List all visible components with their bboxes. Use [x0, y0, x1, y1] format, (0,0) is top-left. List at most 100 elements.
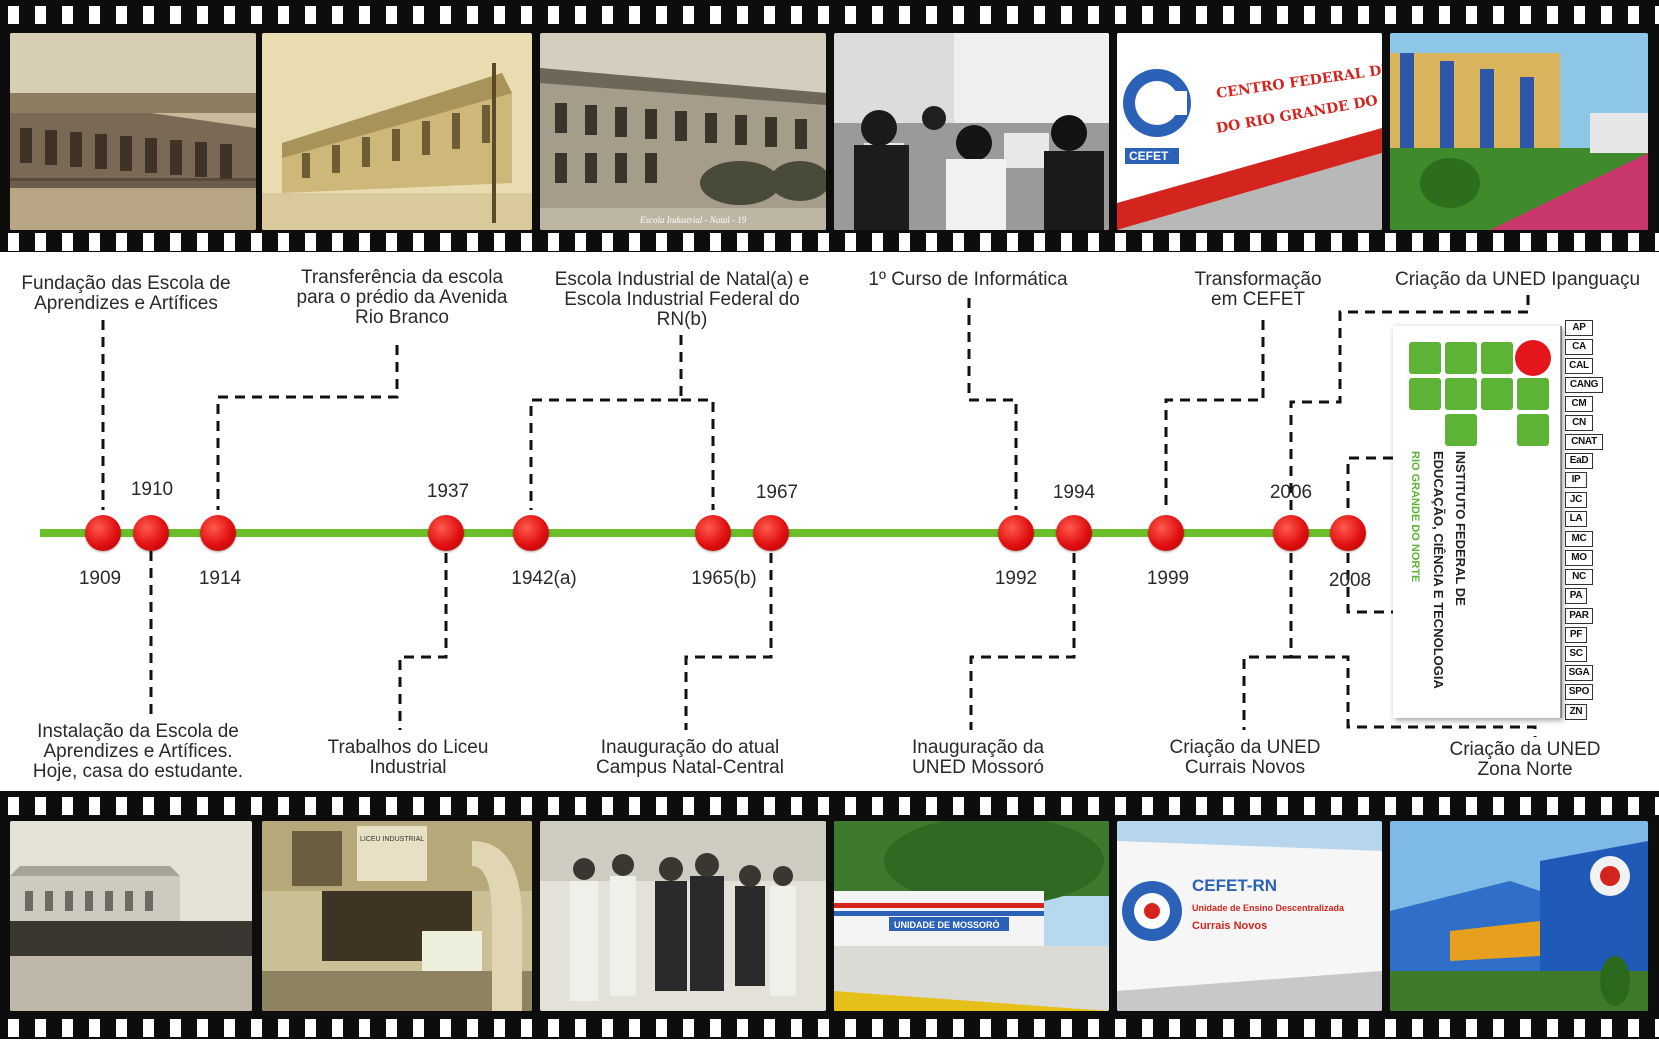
timeline-dot-1967 — [753, 515, 789, 551]
year-label: 1909 — [78, 568, 122, 589]
timeline-dot-2006 — [1273, 515, 1309, 551]
event-label-instalacao: Instalação da Escola de Aprendizes e Art… — [18, 722, 258, 782]
event-text: Criação da UNED Currais Novos — [1169, 737, 1321, 778]
logo-text-line2: EDUCAÇÃO, CIÊNCIA E TECNOLOGIA — [1431, 451, 1446, 689]
event-label-currais-novos: Criação da UNED Currais Novos — [1155, 738, 1335, 778]
event-text: Instalação da Escola de Aprendizes e Art… — [32, 721, 244, 782]
campus-code: ZN — [1565, 704, 1587, 720]
event-text: Inauguração da UNED Mossoró — [911, 737, 1045, 778]
timeline-dot-1942 — [513, 515, 549, 551]
event-label-campus-central: Inauguração do atual Campus Natal-Centra… — [580, 738, 800, 778]
year-label: 1914 — [198, 568, 242, 589]
year-label: 1942(a) — [511, 568, 577, 589]
logo-square — [1445, 342, 1477, 374]
event-text: Trabalhos do Liceu Industrial — [327, 737, 489, 778]
bottom-film-strip: LICEU INDUSTRIAL — [0, 791, 1659, 1041]
year-label: 1992 — [994, 568, 1038, 589]
photo-curso-informatica — [834, 33, 1109, 230]
logo-square — [1517, 378, 1549, 410]
event-text: Fundação das Escola de Aprendizes e Artí… — [21, 273, 231, 314]
event-text: Transferência da escola para o prédio da… — [296, 267, 508, 328]
event-text: Criação da UNED Zona Norte — [1449, 739, 1601, 780]
year-label: 1937 — [426, 481, 470, 502]
logo-red-circle — [1515, 340, 1551, 376]
event-label-fundacao: Fundação das Escola de Aprendizes e Artí… — [12, 274, 240, 314]
year-label: 1999 — [1146, 568, 1190, 589]
year-label: 2008 — [1328, 570, 1372, 591]
photo-uned-mossoro: UNIDADE DE MOSSORÓ — [834, 821, 1109, 1011]
logo-square — [1445, 414, 1477, 446]
year-label: 1994 — [1052, 482, 1096, 503]
photo-uned-currais-novos: CEFET-RN Unidade de Ensino Descentraliza… — [1117, 821, 1382, 1011]
event-text: Inauguração do atual Campus Natal-Centra… — [596, 737, 784, 778]
event-label-ipanguacu: Criação da UNED Ipanguaçu — [1380, 270, 1655, 290]
timeline-dot-1992 — [998, 515, 1034, 551]
event-text: Escola Industrial de Natal(a) e Escola I… — [554, 269, 810, 330]
photo-liceu-industrial: LICEU INDUSTRIAL — [262, 821, 532, 1011]
campus-code: CAL — [1565, 358, 1593, 374]
campus-code: NC — [1565, 569, 1593, 585]
campus-code: PAR — [1565, 608, 1593, 624]
event-label-escola-industrial: Escola Industrial de Natal(a) e Escola I… — [542, 270, 822, 330]
year-label: 1967 — [755, 482, 799, 503]
event-label-transferencia: Transferência da escola para o prédio da… — [282, 268, 522, 328]
photo-caption-sepia: Escola Industrial - Natal - 19 — [639, 215, 747, 225]
event-label-mossoro: Inauguração da UNED Mossoró — [888, 738, 1068, 778]
event-label-liceu: Trabalhos do Liceu Industrial — [308, 738, 508, 778]
mossoro-sign-text: UNIDADE DE MOSSORÓ — [894, 919, 1000, 930]
photo-escola-aprendizes-1909 — [10, 33, 256, 230]
campus-code: SGA — [1565, 665, 1593, 681]
timeline-dot-1937 — [428, 515, 464, 551]
campus-code: PF — [1565, 627, 1587, 643]
photo-uned-zona-norte — [1390, 821, 1648, 1011]
film-sprockets-top — [0, 2, 1659, 28]
ifrn-logo-card: INSTITUTO FEDERAL DE EDUCAÇÃO, CIÊNCIA E… — [1393, 326, 1561, 718]
campus-code: EaD — [1565, 453, 1593, 469]
logo-text-line1: INSTITUTO FEDERAL DE — [1453, 451, 1468, 606]
campus-code: IP — [1565, 472, 1587, 488]
event-text: Criação da UNED Ipanguaçu — [1394, 269, 1641, 290]
logo-square — [1409, 378, 1441, 410]
event-label-zona-norte: Criação da UNED Zona Norte — [1440, 740, 1610, 780]
event-text: Transformação em CEFET — [1194, 269, 1322, 310]
photo-uned-ipanguacu — [1390, 33, 1648, 230]
timeline-dot-1999 — [1148, 515, 1184, 551]
timeline-dot-2008 — [1330, 515, 1366, 551]
campus-code: LA — [1565, 511, 1587, 527]
photo-inauguracao-campus-central — [540, 821, 826, 1011]
currais-sign-line2: Unidade de Ensino Descentralizada — [1192, 903, 1345, 913]
top-film-strip: Escola Industrial - Natal - 19 — [0, 0, 1659, 255]
logo-square — [1481, 342, 1513, 374]
logo-square — [1517, 414, 1549, 446]
year-label: 1910 — [130, 479, 174, 500]
campus-code: AP — [1565, 320, 1593, 336]
film-sprockets-bottom — [0, 229, 1659, 255]
campus-code: JC — [1565, 492, 1587, 508]
campus-code: MO — [1565, 550, 1593, 566]
logo-text-line3: RIO GRANDE DO NORTE — [1409, 451, 1421, 583]
campus-code: CANG — [1565, 377, 1603, 393]
photo-cefet-wall: CEFET CENTRO FEDERAL DE EDUCAÇÃO DO RIO … — [1117, 33, 1382, 230]
campus-code: MC — [1565, 531, 1593, 547]
event-text: 1º Curso de Informática — [868, 269, 1068, 290]
timeline-dot-1914 — [200, 515, 236, 551]
photo-instalacao-escola — [10, 821, 252, 1011]
timeline-dot-1909 — [85, 515, 121, 551]
campus-code: CA — [1565, 339, 1593, 355]
film-sprockets-bottom — [0, 1015, 1659, 1041]
photo-escola-industrial: Escola Industrial - Natal - 19 — [540, 33, 826, 230]
cefet-logo-text: CEFET — [1129, 149, 1169, 163]
event-label-informatica: 1º Curso de Informática — [858, 270, 1078, 290]
currais-sign-line1: CEFET-RN — [1192, 876, 1277, 895]
timeline-dot-1910 — [133, 515, 169, 551]
campus-code: SC — [1565, 646, 1587, 662]
timeline-dot-1965 — [695, 515, 731, 551]
event-label-cefet: Transformação em CEFET — [1174, 270, 1342, 310]
campus-code: CM — [1565, 396, 1593, 412]
logo-square — [1481, 378, 1513, 410]
logo-square — [1445, 378, 1477, 410]
campus-code: SPO — [1565, 684, 1593, 700]
year-label: 1965(b) — [691, 568, 757, 589]
year-label: 2006 — [1269, 482, 1313, 503]
